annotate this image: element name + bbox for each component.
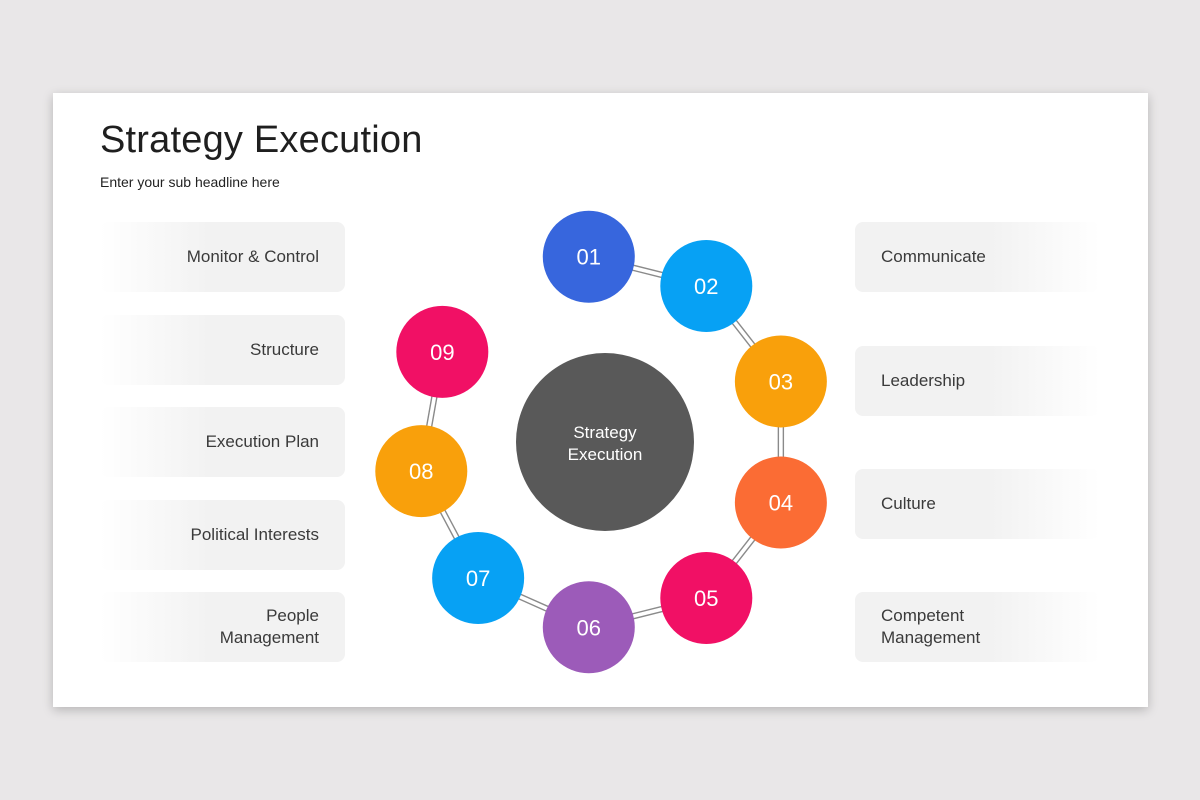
left-card-label: Political Interests: [190, 524, 320, 544]
cycle-node-label: 07: [466, 566, 490, 591]
cycle-node-circle: [542, 210, 635, 303]
cycle-nodes: 01 02 03 04 05 06 07 08 09: [375, 210, 827, 674]
node-connector-line: [517, 592, 552, 609]
left-card-5: People Management: [100, 592, 345, 662]
page-title: Strategy Execution: [100, 119, 423, 161]
right-card-4: Competent Management: [855, 592, 1100, 662]
page-subtitle: Enter your sub headline here: [100, 174, 280, 190]
node-connector-line: [430, 393, 439, 431]
right-card-2: Leadership: [855, 346, 1100, 416]
left-card-label: Structure: [250, 339, 319, 359]
cycle-node-03: 03: [734, 335, 827, 428]
right-card-label: Competent Management: [881, 605, 981, 647]
center-hub-label-line1: Strategy: [573, 423, 637, 442]
node-connector-line: [733, 317, 758, 348]
cycle-node-circle: [734, 456, 827, 549]
cycle-node-05: 05: [660, 551, 753, 644]
cycle-node-09: 09: [396, 305, 489, 398]
node-connector-line: [629, 263, 667, 275]
cycle-node-label: 02: [694, 274, 718, 299]
node-connector-line: [442, 506, 462, 541]
left-card-label: People Management: [219, 605, 319, 647]
cycle-node-circle: [432, 532, 525, 625]
center-hub-circle: [516, 353, 694, 531]
slide: Strategy Execution Enter your sub headli…: [53, 93, 1148, 707]
right-card-label: Communicate: [881, 246, 986, 266]
right-card-label: Culture: [881, 493, 936, 513]
cycle-node-label: 06: [577, 615, 601, 640]
cycle-node-circle: [375, 425, 468, 518]
node-connector-line: [628, 605, 666, 616]
cycle-node-label: 05: [694, 586, 718, 611]
cycle-node-06: 06: [542, 581, 635, 674]
cycle-node-04: 04: [734, 456, 827, 549]
cycle-node-07: 07: [432, 532, 525, 625]
right-card-1: Communicate: [855, 222, 1100, 292]
cycle-node-circle: [734, 335, 827, 428]
node-connector-line: [515, 596, 550, 614]
right-card-label: Leadership: [881, 370, 966, 390]
left-card-label: Monitor & Control: [186, 246, 319, 266]
cycle-node-02: 02: [660, 240, 753, 333]
cycle-node-circle: [542, 581, 635, 674]
cycle-node-08: 08: [375, 425, 468, 518]
node-connector-line: [733, 536, 758, 567]
right-card-3: Culture: [855, 469, 1100, 539]
node-connector-line: [629, 609, 667, 621]
left-card-3: Execution Plan: [100, 407, 345, 477]
cycle-node-label: 09: [430, 340, 454, 365]
node-connector-line: [729, 533, 754, 564]
cycle-node-circle: [396, 305, 489, 398]
cycle-node-circle: [660, 240, 753, 333]
center-hub-label-line2: Execution: [568, 445, 643, 464]
left-card-4: Political Interests: [100, 500, 345, 570]
node-connector-line: [438, 509, 457, 543]
left-card-label: Execution Plan: [205, 431, 319, 451]
cycle-node-label: 03: [769, 369, 793, 394]
node-connector-line: [425, 392, 434, 430]
cycle-node-label: 04: [769, 491, 793, 516]
node-connector-line: [628, 268, 666, 279]
cycle-node-circle: [660, 551, 753, 644]
node-connector-line: [729, 320, 754, 351]
center-hub: Strategy Execution: [516, 353, 694, 531]
left-card-2: Structure: [100, 315, 345, 385]
node-connectors: [425, 263, 785, 621]
cycle-node-01: 01: [542, 210, 635, 303]
left-card-1: Monitor & Control: [100, 222, 345, 292]
cycle-node-label: 01: [577, 245, 601, 270]
cycle-node-label: 08: [409, 459, 433, 484]
cycle-diagram: Strategy Execution 01 02 03 04 05 06 07 08 09: [375, 210, 827, 674]
